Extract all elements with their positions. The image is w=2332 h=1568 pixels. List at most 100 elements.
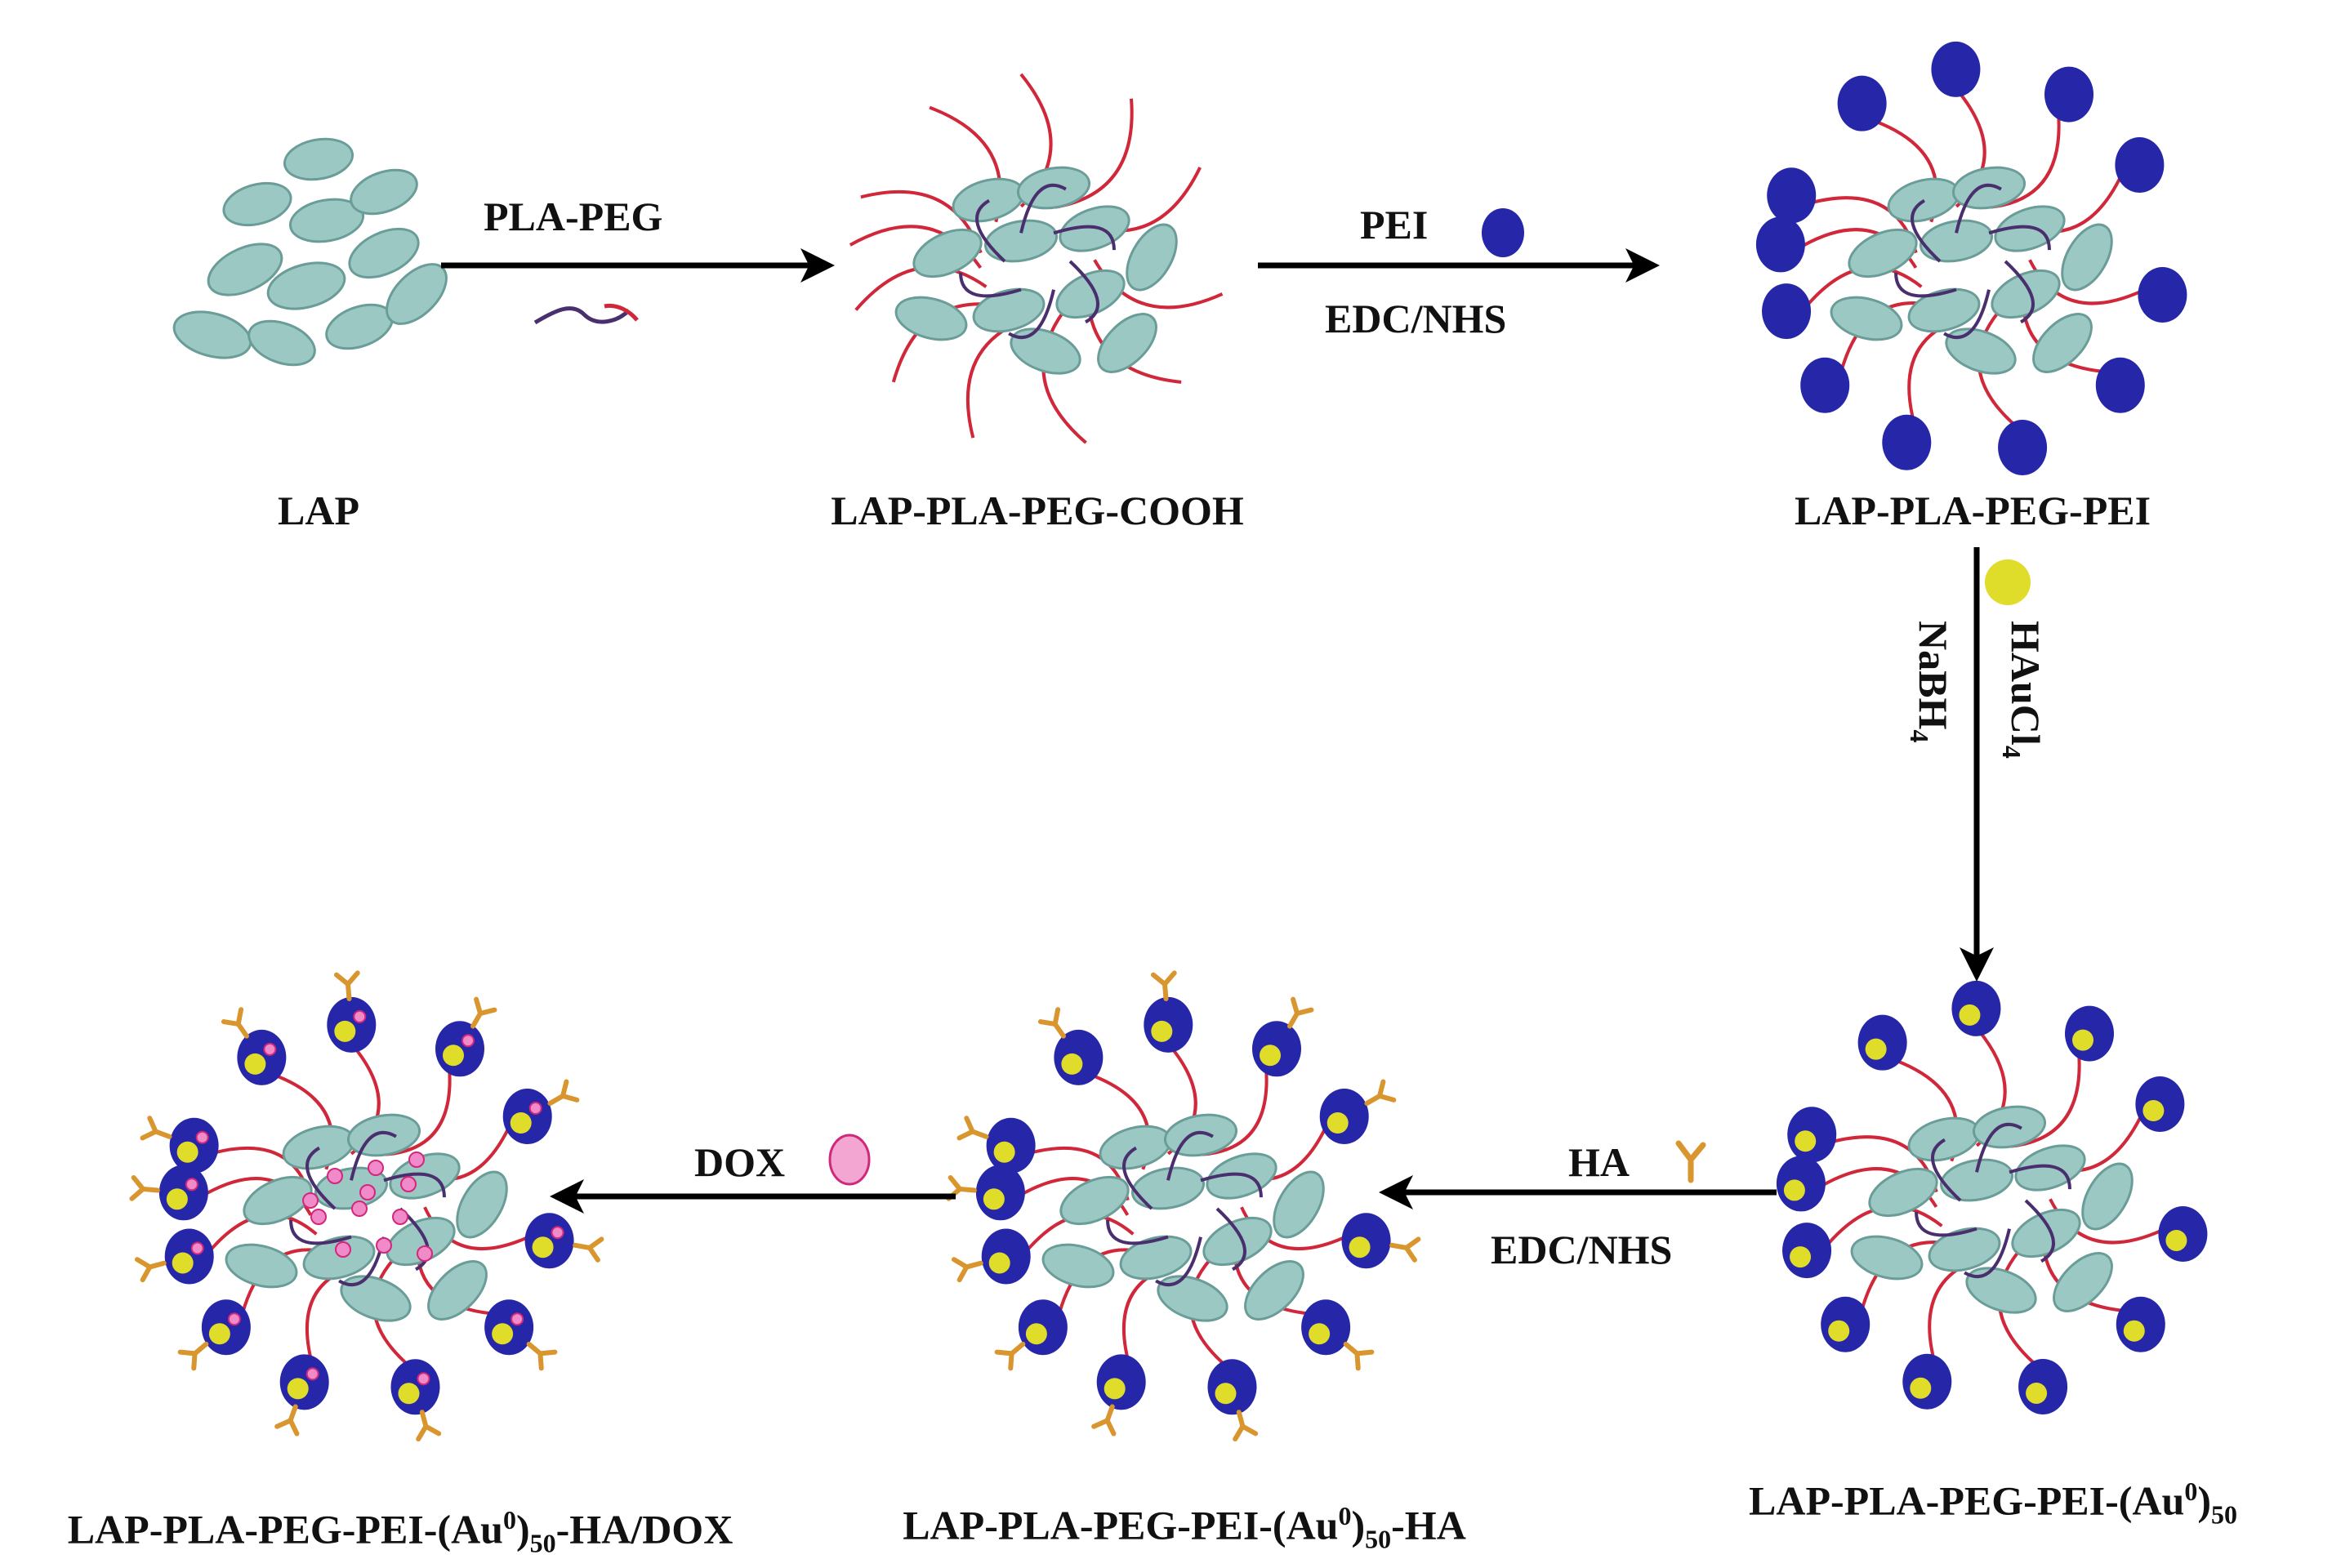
loaded-dox: [359, 1184, 376, 1200]
ha-ligand: [416, 1410, 442, 1442]
laponite-disc: [1951, 166, 2027, 210]
dox-molecule: [263, 1042, 277, 1056]
gold-nanoparticle: [244, 1053, 266, 1075]
laponite-disc: [1939, 1158, 2014, 1202]
pei-icon: [1482, 208, 1524, 257]
pla-chain: [2004, 260, 2035, 324]
ha-ligand: [956, 1116, 989, 1141]
laponite-disc: [1097, 313, 1157, 373]
loaded-dox: [327, 1168, 343, 1184]
loaded-dox: [310, 1209, 327, 1225]
peg-chain: [1202, 1067, 1269, 1156]
pla-chain: [1975, 1122, 2022, 1173]
loaded-dox: [417, 1245, 433, 1262]
ha-ligand: [129, 1174, 160, 1201]
gold-nanoparticle: [2026, 1382, 2048, 1404]
laponite-disc: [1202, 1216, 1273, 1267]
gold-nanoparticle: [993, 1141, 1015, 1163]
pla-chain: [1931, 1138, 1962, 1202]
lap-pla-peg-pei-au-ha-particle: [946, 970, 1421, 1442]
gold-nanoparticle: [983, 1188, 1005, 1210]
ha-ligand: [1037, 1007, 1067, 1039]
laponite-disc: [1907, 287, 1981, 333]
pla-chain: [1008, 289, 1055, 340]
loaded-dox: [368, 1160, 384, 1176]
gold-nanoparticle: [1349, 1236, 1371, 1258]
laponite-disc: [1850, 1235, 1924, 1281]
pla-chain: [1155, 1236, 1202, 1287]
ha-ligand: [134, 1257, 167, 1283]
laponite-disc: [302, 1235, 376, 1281]
laponite-disc: [1868, 1167, 1938, 1218]
gold-nanoparticle: [2165, 1229, 2187, 1251]
pla-chain: [2024, 1199, 2055, 1263]
laponite-disc: [1945, 327, 2017, 375]
laponite-disc: [1273, 1170, 1325, 1239]
laponite-disc: [1059, 1175, 1130, 1226]
laponite-disc: [1972, 1105, 2047, 1149]
pla-chain: [399, 1207, 430, 1272]
reagent-dox: DOX: [694, 1139, 786, 1185]
ha-ligand: [1343, 1341, 1375, 1371]
loaded-dox: [335, 1241, 351, 1258]
pla-chain: [350, 1130, 397, 1181]
pla-chain: [975, 198, 1006, 263]
ha-ligand: [526, 1341, 558, 1371]
pei-sphere: [1998, 419, 2048, 475]
dox-molecule: [305, 1367, 319, 1381]
loaded-dox: [392, 1209, 408, 1225]
dox-molecule: [195, 1130, 209, 1144]
gold-nanoparticle: [2072, 1029, 2093, 1051]
gold-nanoparticle: [176, 1141, 198, 1163]
loaded-dox: [376, 1237, 392, 1254]
pei-sphere: [1837, 75, 1887, 131]
laponite-disc: [2011, 1208, 2081, 1258]
pla-chain: [1053, 225, 1116, 251]
laponite-disc: [427, 1260, 488, 1321]
ha-ligand: [994, 1341, 1026, 1371]
pei-sphere: [1767, 167, 1817, 224]
ha-ligand: [1150, 970, 1177, 1001]
laponite-disc: [1010, 327, 1081, 375]
laponite-disc: [894, 296, 968, 341]
pei-sphere: [1762, 283, 1812, 340]
pla-chain: [1106, 1219, 1169, 1245]
gold-nanoparticle: [398, 1383, 420, 1405]
gold-nanoparticle: [1260, 1045, 1281, 1067]
pei-sphere: [1882, 414, 1932, 470]
reagent-edc-nhs-2: EDC/NHS: [1491, 1227, 1673, 1272]
laponite-disc: [1055, 269, 1126, 319]
loaded-dox: [351, 1200, 368, 1217]
ha-ligand: [573, 1236, 604, 1263]
pei-sphere: [1800, 357, 1850, 413]
dox-molecule: [353, 1009, 367, 1023]
laponite-disc: [1848, 228, 1918, 278]
pla-chain: [1019, 183, 1067, 234]
ha-ligand: [951, 1257, 983, 1283]
laponite-disc: [1919, 219, 1994, 263]
gold-nanoparticle: [1104, 1378, 1126, 1400]
dox-molecule: [417, 1372, 430, 1386]
dox-molecule: [185, 1178, 198, 1192]
laponite-disc: [1157, 1275, 1228, 1322]
gold-icon: [1985, 559, 2031, 605]
gold-nanoparticle: [1061, 1053, 1083, 1075]
gold-nanoparticle: [166, 1188, 188, 1210]
gold-nanoparticle: [1795, 1130, 1817, 1152]
pla-chain: [1911, 198, 1942, 263]
laponite-disc: [1244, 1260, 1304, 1321]
laponite-disc: [1016, 166, 1091, 210]
gold-nanoparticle: [510, 1112, 532, 1134]
laponite-disc: [1991, 269, 2061, 319]
gold-nanoparticle: [1215, 1383, 1237, 1405]
peg-chain: [1041, 311, 1087, 444]
lap-label: LAP: [278, 488, 359, 533]
ha-ligand: [1364, 1079, 1397, 1106]
pla-peg-chain-red-icon: [604, 303, 639, 322]
ha-ligand: [1233, 1410, 1259, 1442]
laponite-disc: [1041, 1243, 1115, 1289]
pla-peg-chain-icon: [533, 306, 631, 325]
laponite-disc: [1130, 1166, 1206, 1210]
lap-particle-cluster: [172, 137, 448, 367]
